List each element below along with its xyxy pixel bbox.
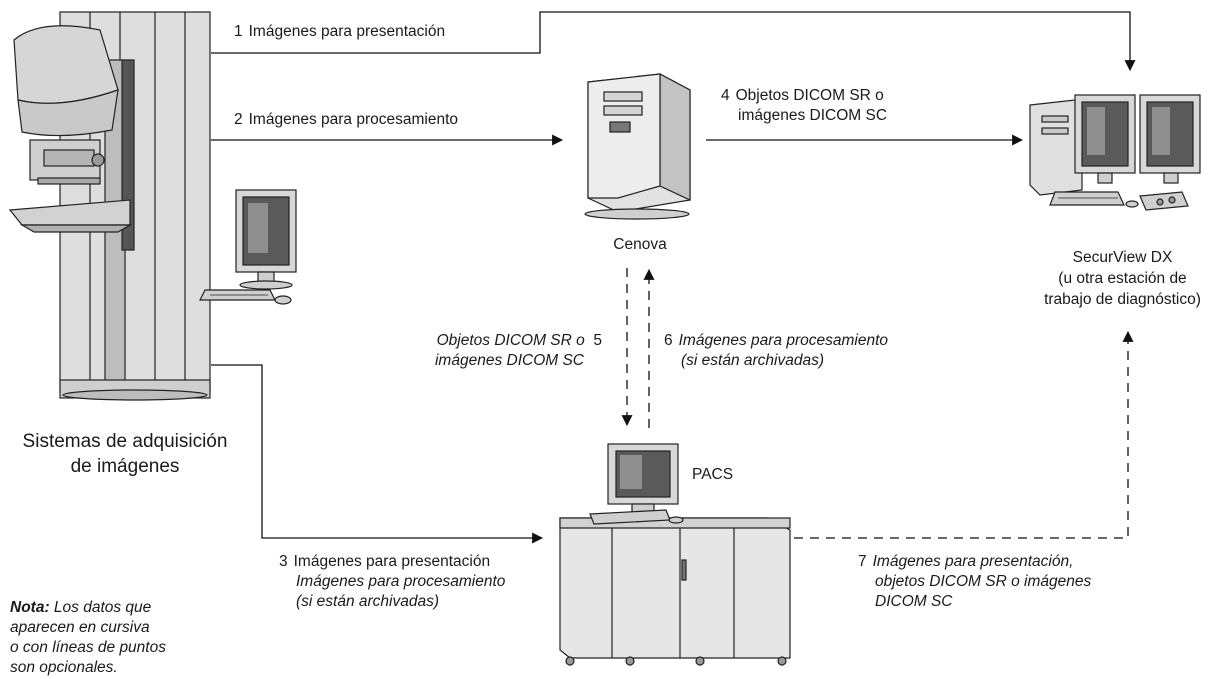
cenova-label: Cenova [613,236,667,253]
note-block: Nota: Los datos que aparecen en cursiva … [10,578,166,678]
securview-label: SecurView DX (u otra estación de trabajo… [1020,247,1225,310]
flow-7-line1: Imágenes para presentación, [872,553,1074,570]
securview-line1: SecurView DX [1072,249,1173,266]
securview-line2: (u otra estación de [1058,270,1187,287]
flow-3-number: 3 [279,553,288,570]
flow-7-arrow [794,330,1134,539]
flow-3-line3: (si están archivadas) [296,593,440,610]
flow-3-line2: Imágenes para procesamiento [296,573,506,590]
flow-4-line2: imágenes DICOM SC [738,107,888,124]
flow-5-number: 5 [593,332,602,349]
flow-7-number: 7 [858,553,867,570]
flow-3-arrow [211,364,544,544]
flow-6-label: 6 Imágenes para procesamiento (si están a… [664,331,888,371]
flow-1-label: 1 Imágenes para presentación [234,22,445,42]
flow-5-label: Objetos DICOM SR o 5 imágenes DICOM SC [380,331,602,371]
flow-2-number: 2 [234,111,243,128]
flow-6-line2: (si están archivadas) [681,352,825,369]
pacs-workstation-icon [559,443,791,666]
connectors [211,11,1136,544]
flow-6-number: 6 [664,332,673,349]
flow-7-line3: DICOM SC [875,593,953,610]
note-text: Los datos que aparecen en cursiva o con … [10,599,166,676]
mammography-unit-icon [8,11,211,401]
securview-workstation-icon [1029,94,1201,211]
cenova-server-icon [584,73,691,220]
securview-line3: trabajo de diagnóstico) [1044,291,1201,308]
flow-5-line1: Objetos DICOM SR o [436,332,585,349]
flow-4-number: 4 [721,87,730,104]
flow-2-text: Imágenes para procesamiento [248,111,458,128]
flow-7-line2: objetos DICOM SR o imágenes [875,573,1092,590]
flow-3-label: 3 Imágenes para presentación Imágenes par… [279,552,505,612]
flow-5-line2: imágenes DICOM SC [434,352,584,369]
flow-1-text: Imágenes para presentación [248,23,446,40]
flow-2-label: 2 Imágenes para procesamiento [234,110,458,130]
flow-4-label: 4 Objetos DICOM SR o imágenes DICOM SC [721,86,887,126]
acquisition-label: Sistemas de adquisición de imágenes [22,431,228,477]
flow-1-arrow [211,11,1136,72]
note-prefix: Nota: [10,599,50,616]
acquisition-workstation-icon [199,189,297,305]
pacs-label: PACS [692,466,734,483]
flow-3-line1: Imágenes para presentación [293,553,491,570]
flow-1-number: 1 [234,23,243,40]
flow-7-label: 7 Imágenes para presentación, objetos DIC… [858,552,1091,612]
flow-6-line1: Imágenes para procesamiento [678,332,888,349]
flow-4-line1: Objetos DICOM SR o [735,87,884,104]
